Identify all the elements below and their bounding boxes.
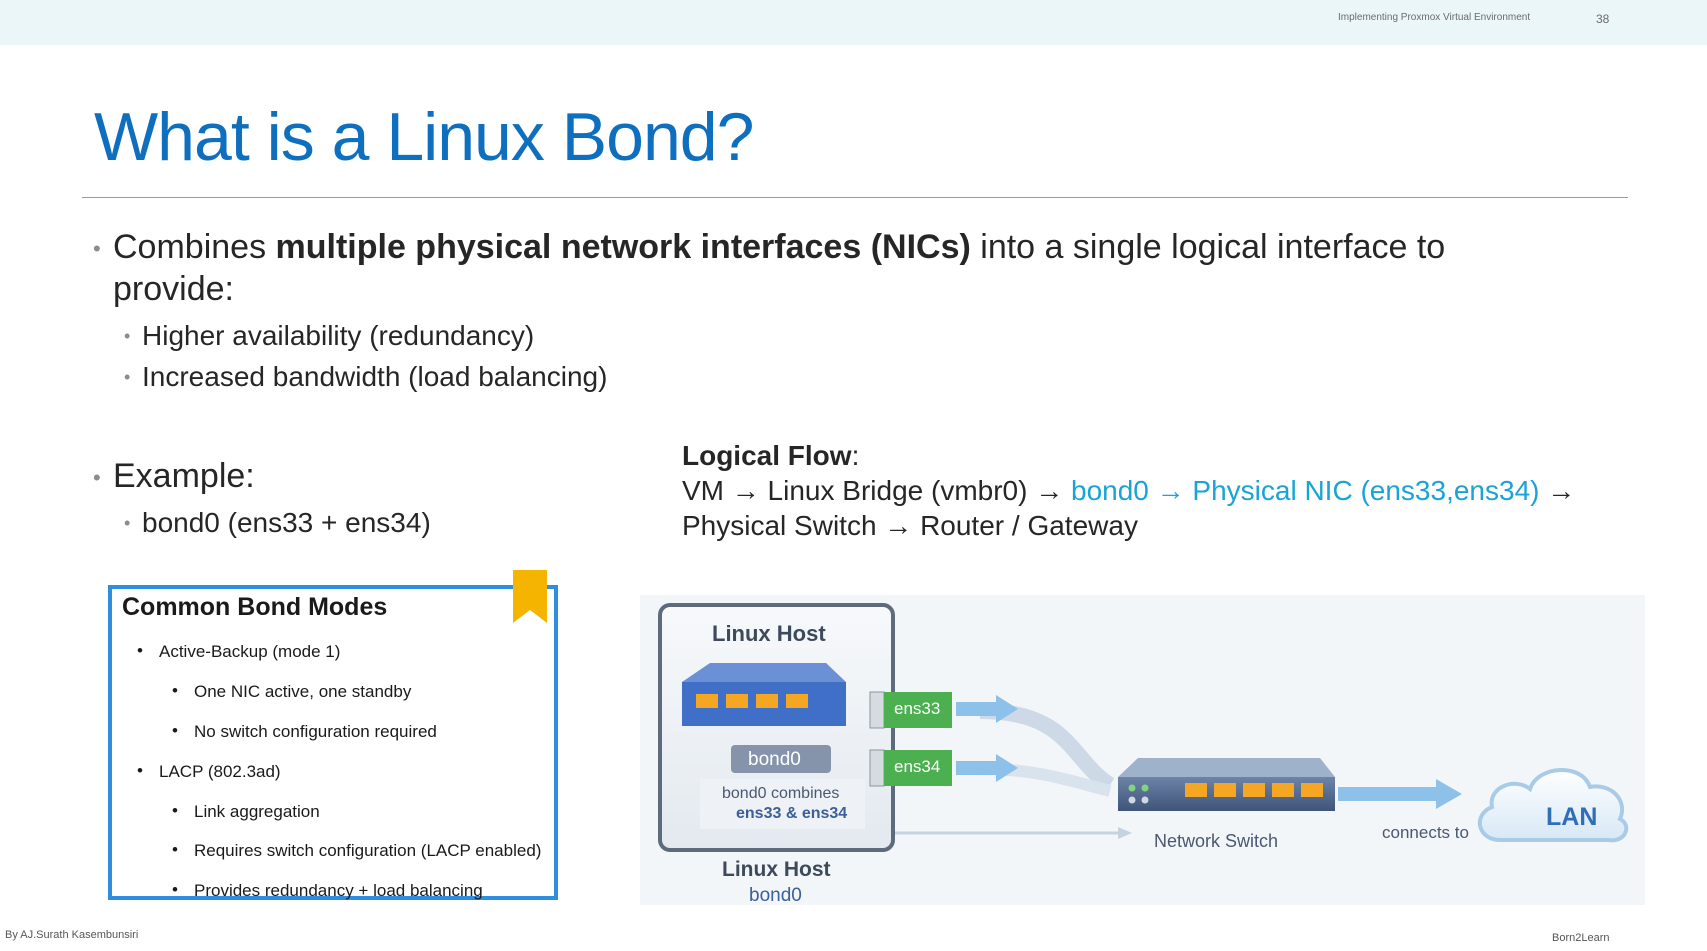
sub-bullet-bandwidth: • Increased bandwidth (load balancing) — [124, 361, 608, 393]
bullet-example: • Example: — [93, 457, 255, 496]
bullet-dot: • — [172, 801, 178, 820]
sub-bullet-text: Higher availability (redundancy) — [142, 320, 535, 351]
bullet-dot: • — [124, 367, 131, 387]
page-number: 38 — [1596, 12, 1610, 26]
bookmark-icon — [513, 570, 547, 623]
bottom-host-title: Linux Host — [722, 858, 831, 881]
example-text: bond0 (ens33 + ens34) — [142, 507, 431, 538]
nic-connector-2 — [869, 749, 885, 787]
flow-highlight: bond0 → Physical NIC (ens33,ens34) — [1071, 475, 1540, 506]
bullet-dot: • — [124, 513, 131, 533]
title-divider — [82, 197, 1628, 198]
cloud-icon — [1477, 768, 1629, 843]
nic1-label: ens33 — [894, 699, 941, 718]
flow-text: VM → Linux Bridge (vmbr0) → — [682, 475, 1071, 506]
bullet-text: Combines — [113, 228, 276, 266]
connects-label: connects to — [1382, 823, 1469, 842]
mode-text: LACP (802.3ad) — [159, 762, 281, 781]
caption-panel — [700, 779, 865, 829]
logical-flow: Logical Flow: VM → Linux Bridge (vmbr0) … — [682, 438, 1575, 543]
bullet-bold-text: multiple physical network interfaces (NI… — [275, 228, 971, 266]
mode-item: • Link aggregation — [172, 801, 320, 822]
caption-line1: bond0 combines — [722, 785, 840, 802]
example-label: Example: — [113, 457, 255, 495]
bullet-dot: • — [172, 681, 178, 700]
nic2-label: ens34 — [894, 757, 941, 776]
bond-diagram: Linux Host ens33 ens34 bond0 bond0 combi… — [640, 595, 1645, 906]
sub-bullet-example: • bond0 (ens33 + ens34) — [124, 507, 431, 539]
flow-arrowhead — [1118, 827, 1132, 839]
flow-heading: Logical Flow — [682, 440, 852, 471]
mode-item: • No switch configuration required — [172, 721, 437, 742]
mode-item: • LACP (802.3ad) — [137, 761, 281, 782]
nic-ens33 — [884, 692, 952, 728]
flow-line2: Physical Switch → Router / Gateway — [682, 510, 1138, 541]
bullet-dot: • — [124, 326, 131, 346]
mode-text: Provides redundancy + load balancing — [194, 881, 483, 900]
bullet-dot: • — [172, 880, 178, 899]
bullet-dot: • — [172, 721, 178, 740]
network-switch-icon — [1118, 758, 1335, 811]
mode-item: • Provides redundancy + load balancing — [172, 880, 483, 901]
bullet-dot: • — [172, 840, 178, 859]
bullet-dot: • — [93, 465, 101, 490]
footer-brand: Born2Learn — [1552, 932, 1610, 944]
bond-modes-box: Common Bond Modes • Active-Backup (mode 1… — [108, 585, 558, 900]
mode-item: • Requires switch configuration (LACP ena… — [172, 840, 542, 861]
mode-item: • One NIC active, one standby — [172, 681, 412, 702]
bond0-label: bond0 — [748, 749, 801, 770]
bond-modes-title: Common Bond Modes — [122, 593, 388, 621]
slide-title: What is a Linux Bond? — [94, 99, 754, 175]
host-nic-icon — [682, 663, 846, 726]
mode-text: Active-Backup (mode 1) — [159, 642, 341, 661]
bullet-dot: • — [137, 641, 143, 660]
switch-label: Network Switch — [1154, 831, 1279, 851]
sub-bullet-text: Increased bandwidth (load balancing) — [142, 361, 608, 392]
mode-text: Requires switch configuration (LACP enab… — [194, 841, 542, 860]
mode-text: One NIC active, one standby — [194, 682, 412, 701]
bullet-combines: • Combines multiple physical network inte… — [93, 228, 1446, 267]
course-title: Implementing Proxmox Virtual Environment — [1338, 12, 1531, 23]
footer-author: By AJ.Surath Kasembunsiri — [5, 929, 139, 941]
sub-bullet-availability: • Higher availability (redundancy) — [124, 320, 535, 352]
bullet-combines-line2: provide: — [113, 270, 234, 308]
nic-ens34 — [884, 750, 952, 786]
bullet-text: into a single logical interface to — [970, 228, 1446, 266]
header-bar: Implementing Proxmox Virtual Environment… — [0, 0, 1707, 45]
bullet-dot: • — [93, 236, 101, 261]
host-title: Linux Host — [712, 621, 826, 646]
mode-item: • Active-Backup (mode 1) — [137, 641, 341, 662]
diagram-graphics — [658, 603, 1629, 852]
bond0-pill — [731, 745, 831, 773]
lan-label: LAN — [1546, 803, 1598, 831]
nic-connector-1 — [869, 691, 885, 729]
arrow-icons — [956, 695, 1462, 809]
mode-text: Link aggregation — [194, 802, 320, 821]
mode-text: No switch configuration required — [194, 722, 437, 741]
caption-line2: ens33 & ens34 — [736, 805, 848, 822]
bullet-dot: • — [137, 761, 143, 780]
bottom-host-sub: bond0 — [749, 885, 802, 906]
flow-text: → — [1539, 475, 1576, 506]
flow-colon: : — [851, 440, 860, 471]
